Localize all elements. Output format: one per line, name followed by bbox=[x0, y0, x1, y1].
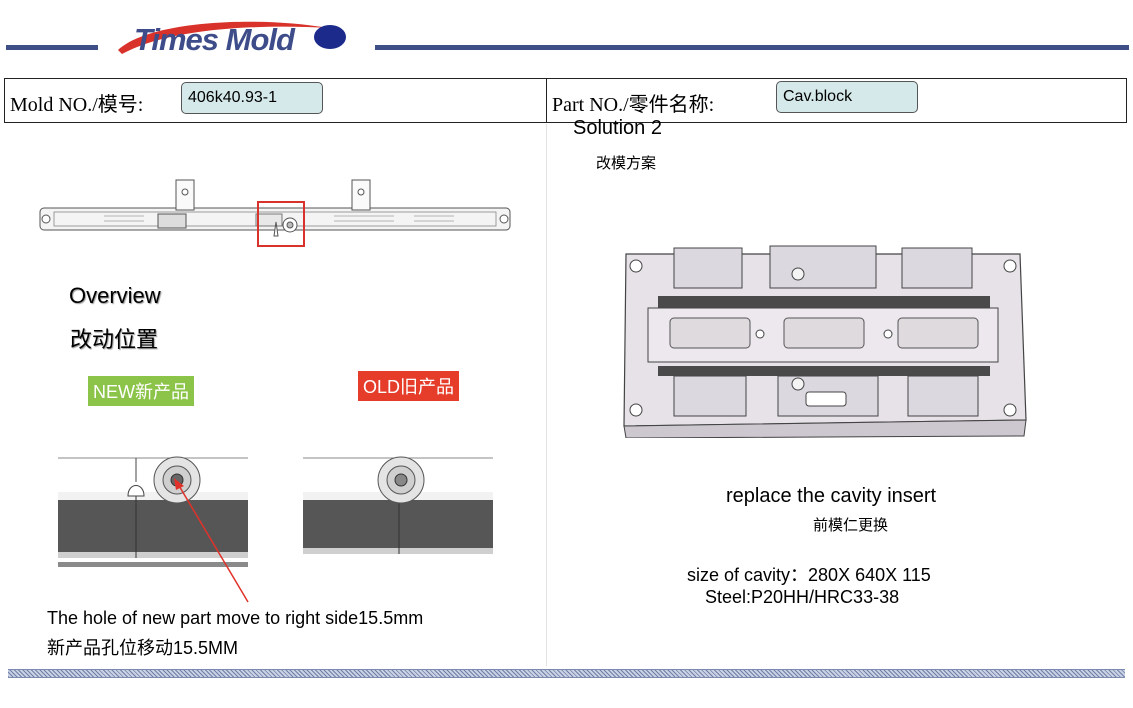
company-logo: Times Mold bbox=[110, 14, 360, 64]
logo-text: Times Mold bbox=[134, 22, 295, 57]
replace-title: replace the cavity insert bbox=[726, 485, 937, 507]
old-part-detail-image bbox=[303, 456, 493, 554]
old-part-tag: OLD旧产品 bbox=[358, 371, 460, 401]
steel-spec-text: Steel:P20HH/HRC33-38 bbox=[705, 587, 900, 607]
new-part-tag: NEW新产品 bbox=[88, 376, 194, 406]
part-overview-drawing bbox=[39, 179, 511, 247]
info-table bbox=[4, 78, 1127, 123]
note-text-cn: 新产品孔位移动15.5MM bbox=[47, 638, 239, 658]
mold-number-label: Mold NO./模号: bbox=[10, 94, 144, 116]
logo-swoosh-icon bbox=[118, 21, 346, 54]
header-rule-right bbox=[375, 45, 1129, 50]
part-number-field: Cav.block bbox=[776, 81, 918, 113]
replace-title-cn: 前模仁更换 bbox=[813, 517, 889, 534]
solution-title: Solution 2 bbox=[573, 117, 662, 139]
part-number-label: Part NO./零件名称: bbox=[552, 94, 715, 116]
mold-number-field: 406k40.93-1 bbox=[181, 82, 323, 114]
cavity-insert-image bbox=[623, 245, 1027, 438]
callout-arrow-icon bbox=[174, 478, 249, 603]
solution-title-cn: 改模方案 bbox=[596, 155, 657, 172]
note-text: The hole of new part move to right side1… bbox=[47, 608, 424, 628]
overview-title: Overview bbox=[69, 283, 161, 308]
footer-band bbox=[8, 669, 1125, 678]
cavity-size-text: size of cavity：280X 640X 115 bbox=[687, 565, 931, 585]
info-table-divider bbox=[546, 78, 547, 123]
header-rule-left bbox=[6, 45, 98, 50]
overview-title-cn: 改动位置 bbox=[70, 327, 159, 352]
column-divider bbox=[546, 124, 547, 666]
new-part-detail-image bbox=[58, 456, 248, 567]
